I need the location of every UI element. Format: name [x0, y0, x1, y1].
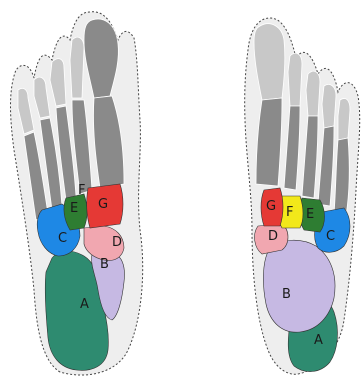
left-label-D: D: [112, 235, 122, 250]
right-label-B: B: [282, 287, 291, 302]
right-toe-4: [322, 84, 336, 128]
left-label-A: A: [80, 297, 89, 312]
left-toe-2: [70, 37, 84, 98]
right-navicular-B: [263, 240, 335, 332]
left-label-E: E: [70, 201, 78, 216]
right-toe-2: [288, 53, 302, 106]
right-label-C: C: [326, 229, 335, 244]
left-label-F: F: [78, 183, 85, 198]
right-label-A: A: [314, 333, 323, 348]
left-label-B: B: [100, 257, 109, 272]
right-toe-5: [338, 98, 350, 140]
left-label-C: C: [58, 231, 67, 246]
left-label-G: G: [98, 197, 108, 212]
right-label-F: F: [286, 205, 293, 220]
right-toe-3: [306, 71, 320, 116]
left-foot: A B C D E F G: [11, 12, 143, 375]
right-label-E: E: [306, 207, 314, 222]
right-label-D: D: [268, 229, 278, 244]
right-foot: A B C D E F G: [245, 18, 360, 374]
right-label-G: G: [266, 199, 276, 214]
